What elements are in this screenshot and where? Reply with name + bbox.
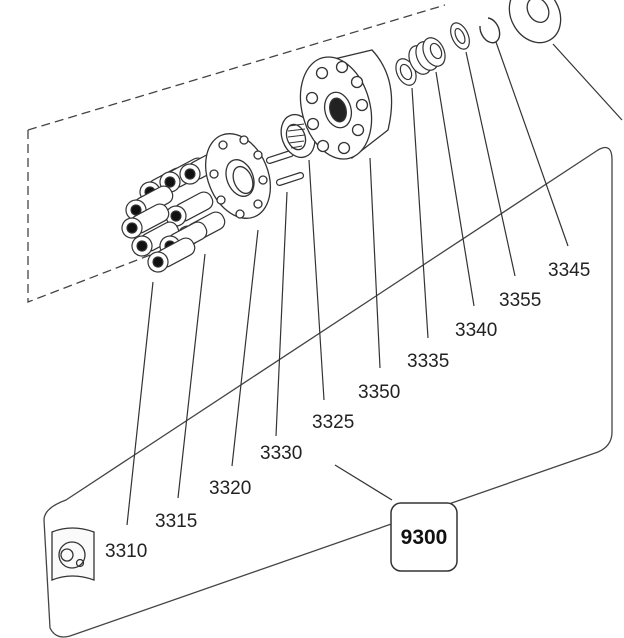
label-3330: 3330 <box>260 443 302 464</box>
label-3345: 3345 <box>548 260 590 281</box>
seal-kit-icon <box>51 527 95 581</box>
part-retainer-plate <box>205 133 271 219</box>
part-valve-plate <box>508 0 562 44</box>
label-3315: 3315 <box>155 511 197 532</box>
label-3355: 3355 <box>499 290 541 311</box>
kit-enclosure <box>43 146 613 638</box>
kit-number: 9300 <box>401 526 448 549</box>
part-cylinder-block <box>299 49 393 160</box>
part-pins <box>265 150 305 186</box>
part-snap-ring <box>479 17 501 44</box>
part-pistons <box>121 149 228 273</box>
leader-lines <box>126 41 623 526</box>
piston <box>121 203 170 239</box>
part-washer <box>450 22 470 50</box>
piston <box>147 237 196 273</box>
kit-pointer-line <box>334 464 393 501</box>
label-3310: 3310 <box>105 541 147 562</box>
label-3340: 3340 <box>455 320 497 341</box>
kit-badge[interactable]: 9300 <box>390 502 458 572</box>
piston <box>165 191 214 227</box>
part-spring-stack <box>408 37 446 75</box>
label-3320: 3320 <box>209 478 251 499</box>
assembly-boundary-dashed <box>27 4 446 303</box>
label-3350: 3350 <box>358 382 400 403</box>
label-3325: 3325 <box>312 412 354 433</box>
label-3335: 3335 <box>407 351 449 372</box>
piston <box>125 185 174 221</box>
